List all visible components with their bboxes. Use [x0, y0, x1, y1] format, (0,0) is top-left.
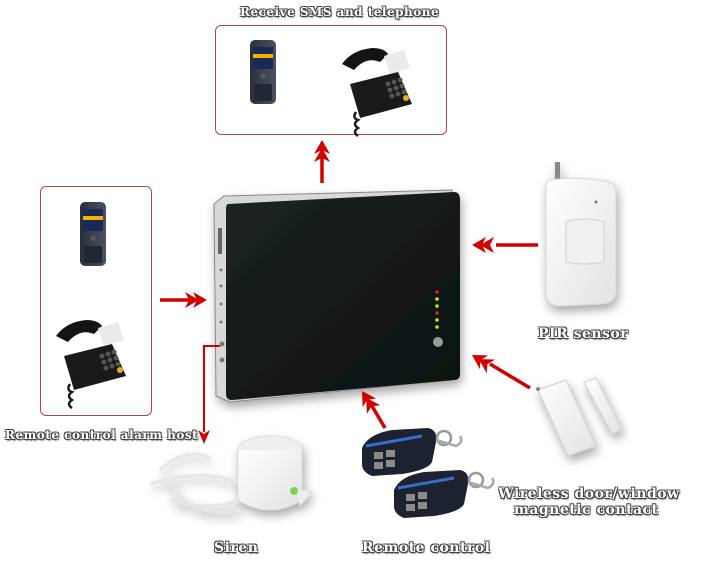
arrow-door-to-host: [467, 348, 531, 390]
pir-sensor-label: PIR sensor: [538, 326, 629, 342]
desk-telephone-icon: [340, 46, 414, 138]
remote-key-fob-icon: [360, 426, 463, 478]
arrow-control-to-host: [160, 292, 207, 308]
siren-device: [149, 435, 313, 514]
door-contact-label-line1: Wireless door/window: [498, 486, 680, 502]
desk-telephone-icon: [54, 318, 128, 410]
status-leds: [435, 290, 439, 329]
top-box-label: Receive SMS and telephone: [240, 5, 440, 19]
door-contact-label: Wireless door/window magnetic contact: [498, 486, 708, 518]
left-box-label: Remote control alarm host: [5, 428, 199, 442]
alarm-host-device: [213, 189, 460, 403]
mobile-phone-icon: [250, 40, 276, 104]
arrow-pir-to-host: [472, 237, 538, 253]
remote-control-label: Remote control: [362, 540, 491, 556]
mobile-phone-icon: [80, 202, 106, 266]
pir-sensor-device: [545, 162, 617, 307]
door-contact-label-line2: magnetic contact: [514, 502, 659, 518]
siren-label: Siren: [214, 540, 259, 556]
arrow-remote-to-host: [355, 386, 387, 429]
arrow-host-to-siren: [198, 345, 220, 444]
remote-key-fob-icon: [392, 468, 495, 520]
arrow-host-to-receivers: [314, 140, 330, 183]
door-window-contact-device: [536, 377, 623, 457]
